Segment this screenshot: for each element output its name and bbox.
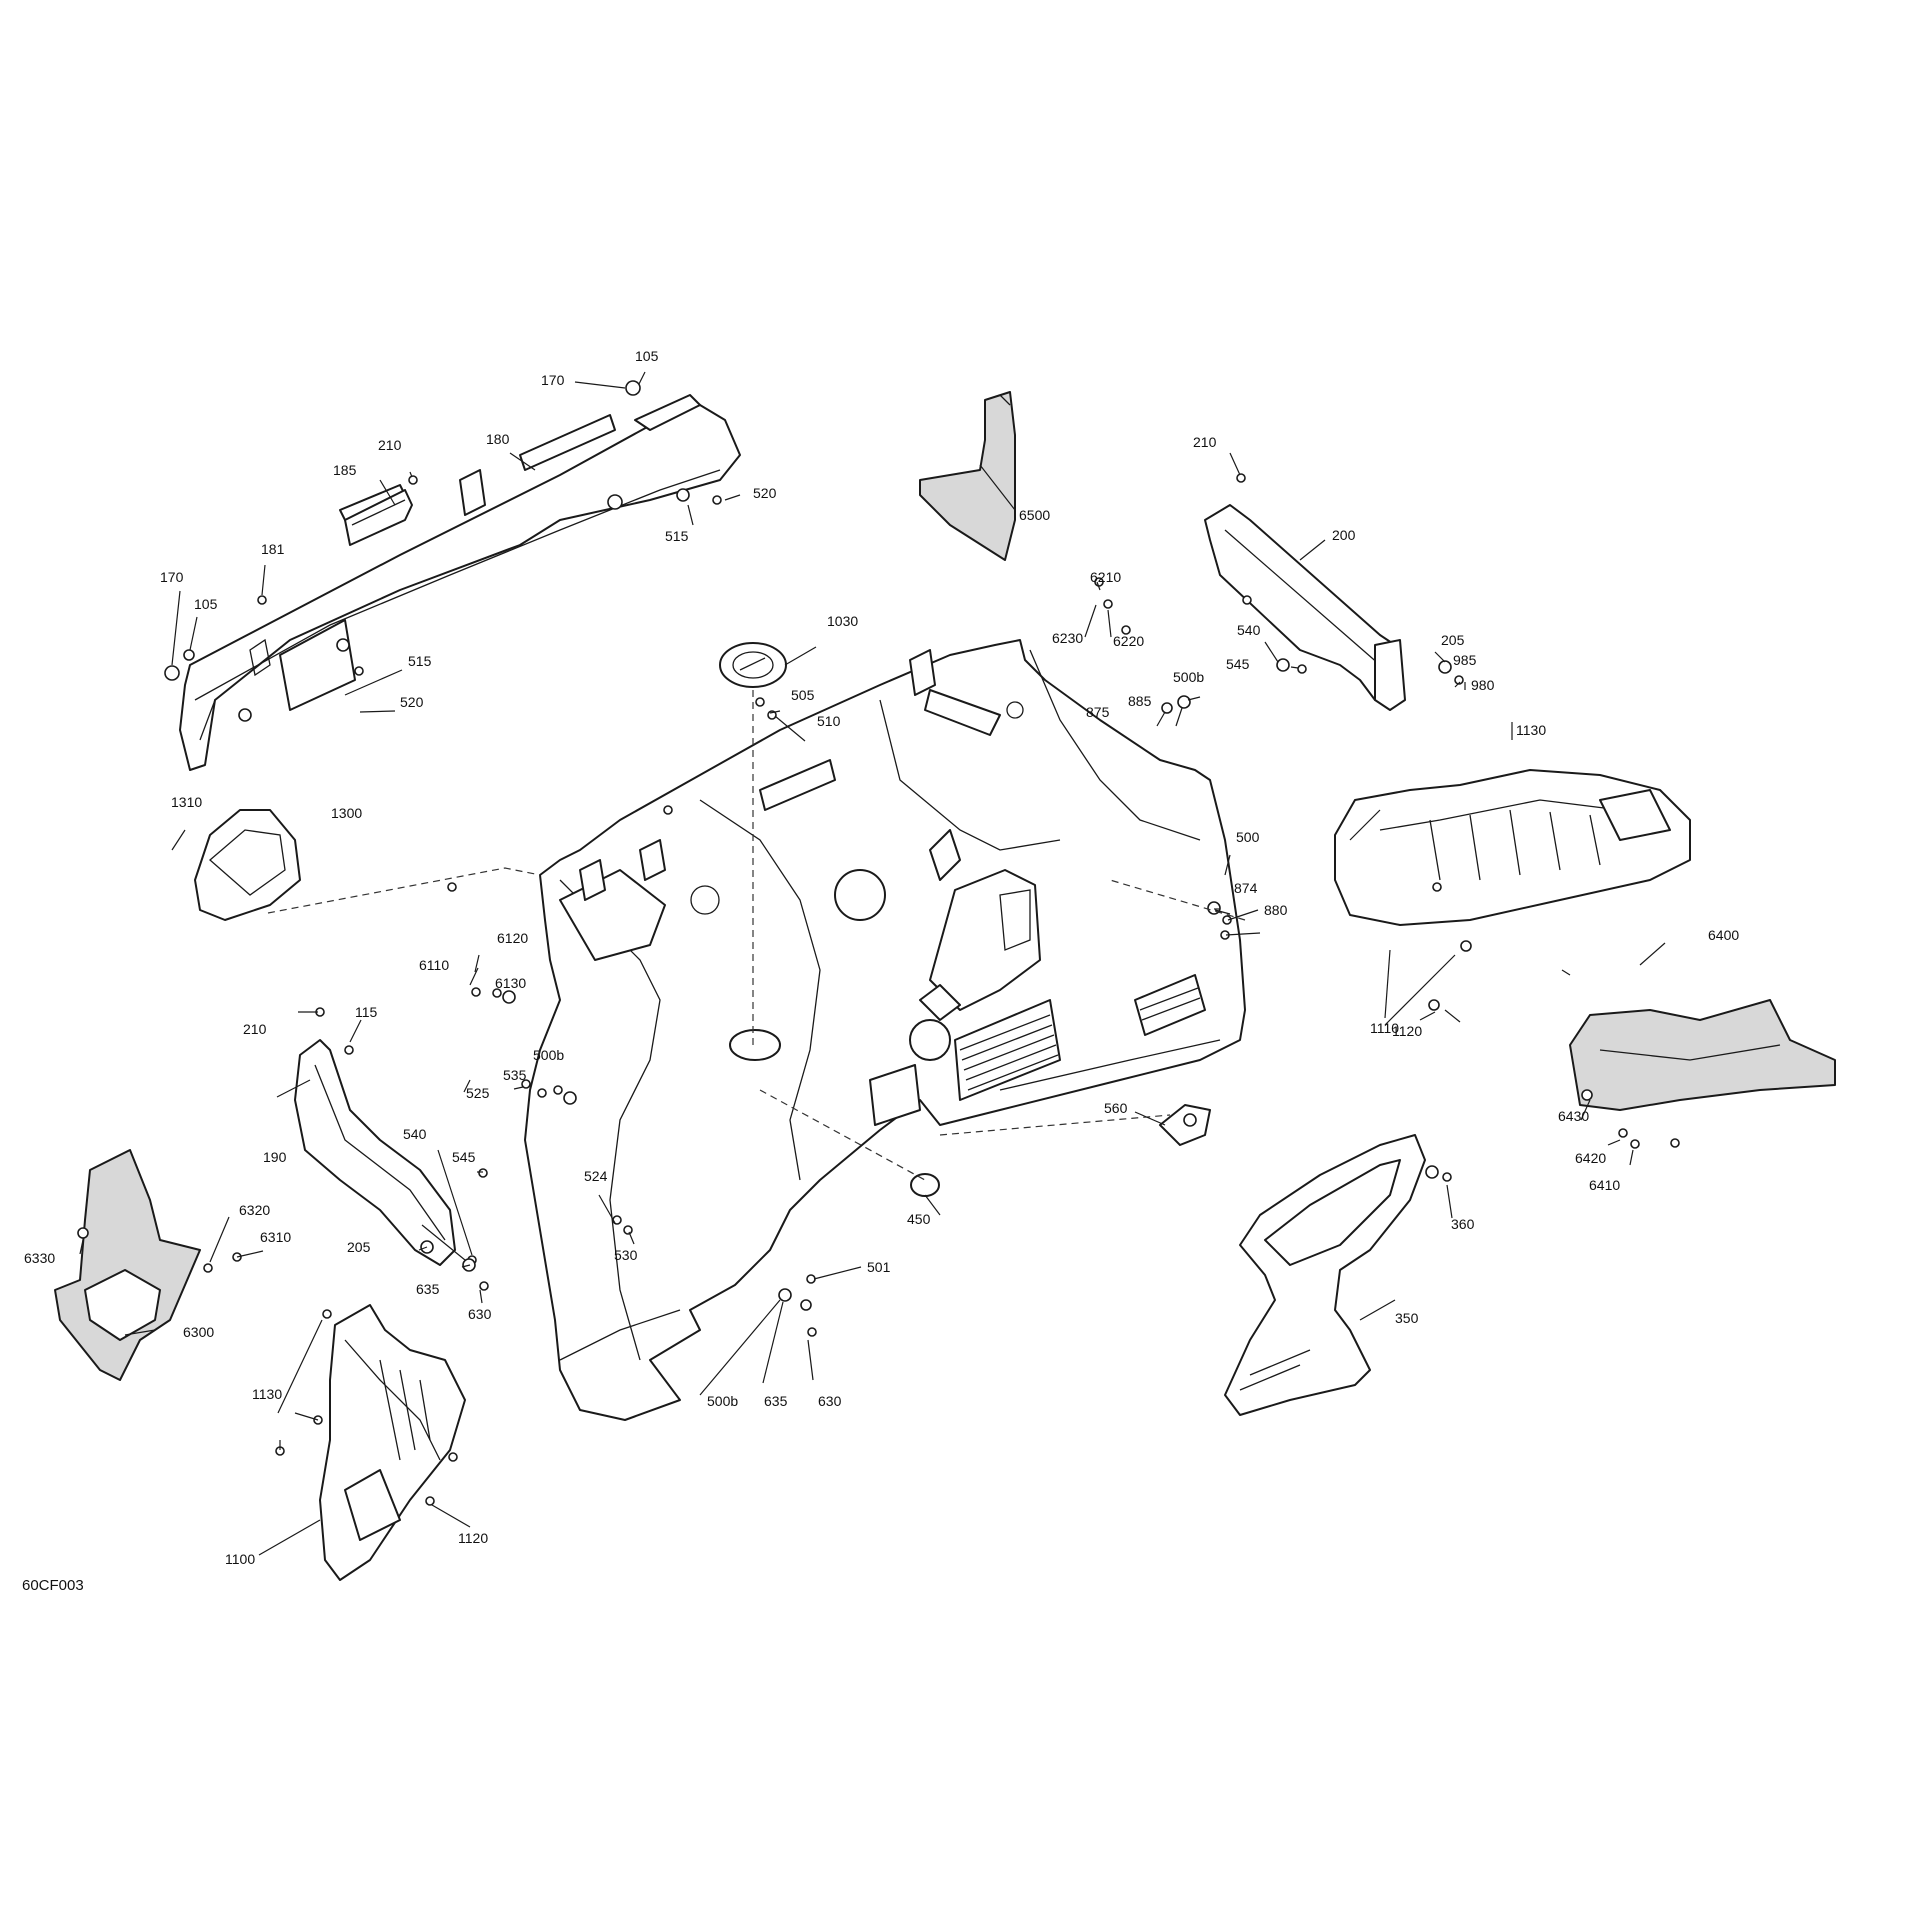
diagram-reference-code: 60CF003 xyxy=(22,1577,84,1594)
callout-6320: 6320 xyxy=(239,1202,270,1218)
callout-210: 210 xyxy=(378,437,402,453)
callout-515: 515 xyxy=(665,528,689,544)
callout-630: 630 xyxy=(468,1306,492,1322)
callout-210: 210 xyxy=(1193,434,1217,450)
callout-500: 500 xyxy=(1236,829,1260,845)
part-190-bracket xyxy=(294,1039,456,1266)
callout-874: 874 xyxy=(1234,880,1258,896)
part-450-plug xyxy=(910,1173,940,1197)
callout-980: 980 xyxy=(1471,677,1495,693)
callout-205: 205 xyxy=(347,1239,371,1255)
callout-6430: 6430 xyxy=(1558,1108,1589,1124)
part-500-firewall-panel xyxy=(524,639,1246,1421)
callout-6300: 6300 xyxy=(183,1324,214,1340)
callout-1130: 1130 xyxy=(252,1386,282,1402)
callout-6310: 6310 xyxy=(260,1229,291,1245)
callout-525: 525 xyxy=(466,1085,490,1101)
callout-180: 180 xyxy=(486,431,510,447)
part-1300-duct xyxy=(194,809,301,921)
callout-635: 635 xyxy=(764,1393,788,1409)
callout-500b: 500b xyxy=(707,1393,738,1409)
callout-labels: 105 170 210 180 185 520 515 181 170 105 … xyxy=(24,348,1739,1567)
callout-630: 630 xyxy=(818,1393,842,1409)
callout-115: 115 xyxy=(355,1004,378,1020)
callout-170: 170 xyxy=(160,569,184,585)
callout-505: 505 xyxy=(791,687,815,703)
callout-501: 501 xyxy=(867,1259,891,1275)
callout-6220: 6220 xyxy=(1113,633,1144,649)
part-6400-cover xyxy=(1569,999,1836,1111)
callout-520: 520 xyxy=(400,694,424,710)
callout-635: 635 xyxy=(416,1281,440,1297)
callout-6330: 6330 xyxy=(24,1250,55,1266)
part-1030-grommet xyxy=(719,642,787,688)
callout-181: 181 xyxy=(261,541,285,557)
callout-105: 105 xyxy=(635,348,659,364)
callout-524: 524 xyxy=(584,1168,608,1184)
callout-6400: 6400 xyxy=(1708,927,1739,943)
callout-500b: 500b xyxy=(533,1047,564,1063)
callout-170: 170 xyxy=(541,372,565,388)
callout-1130: 1130 xyxy=(1516,722,1546,738)
callout-210: 210 xyxy=(243,1021,267,1037)
callout-360: 360 xyxy=(1451,1216,1475,1232)
callout-190: 190 xyxy=(263,1149,287,1165)
part-6500-heat-shield xyxy=(919,391,1016,561)
callout-500b: 500b xyxy=(1173,669,1204,685)
callout-515: 515 xyxy=(408,653,432,669)
part-1100-console xyxy=(319,1304,466,1581)
callout-450: 450 xyxy=(907,1211,931,1227)
part-180-cross-rail xyxy=(179,394,741,771)
callout-350: 350 xyxy=(1395,1310,1419,1326)
callout-880: 880 xyxy=(1264,902,1288,918)
callout-1310: 1310 xyxy=(171,794,202,810)
callout-200: 200 xyxy=(1332,527,1356,543)
callout-885: 885 xyxy=(1128,693,1152,709)
part-185-bracket xyxy=(344,489,413,546)
callout-545: 545 xyxy=(452,1149,476,1165)
callout-6210: 6210 xyxy=(1090,569,1121,585)
callout-1120: 1120 xyxy=(458,1530,488,1546)
callout-6230: 6230 xyxy=(1052,630,1083,646)
part-200-bracket xyxy=(1204,504,1406,711)
callout-1100: 1100 xyxy=(225,1551,255,1567)
callout-540: 540 xyxy=(1237,622,1261,638)
callout-1030: 1030 xyxy=(827,613,858,629)
callout-6120: 6120 xyxy=(497,930,528,946)
callout-985: 985 xyxy=(1453,652,1477,668)
callout-105: 105 xyxy=(194,596,218,612)
callout-540: 540 xyxy=(403,1126,427,1142)
callout-530: 530 xyxy=(614,1247,638,1263)
callout-1300: 1300 xyxy=(331,805,362,821)
callout-205: 205 xyxy=(1441,632,1465,648)
callout-1110: 1110 xyxy=(1370,1020,1399,1036)
callout-510: 510 xyxy=(817,713,841,729)
callout-6130: 6130 xyxy=(495,975,526,991)
leader-lines xyxy=(79,371,1666,1556)
callout-520: 520 xyxy=(753,485,777,501)
part-6300-cover xyxy=(54,1149,201,1381)
callout-6110: 6110 xyxy=(419,957,449,973)
callout-185: 185 xyxy=(333,462,357,478)
part-1110-console xyxy=(1334,769,1691,926)
assembly-lines xyxy=(267,690,1246,1181)
callout-560: 560 xyxy=(1104,1100,1128,1116)
callout-1120: 1120 xyxy=(1392,1023,1422,1039)
part-350-panel xyxy=(1224,1134,1426,1416)
callout-6420: 6420 xyxy=(1575,1150,1606,1166)
callout-6500: 6500 xyxy=(1019,507,1050,523)
callout-875: 875 xyxy=(1086,704,1110,720)
callout-6410: 6410 xyxy=(1589,1177,1620,1193)
part-560-fitting xyxy=(1159,1104,1211,1146)
callout-545: 545 xyxy=(1226,656,1250,672)
callout-535: 535 xyxy=(503,1067,527,1083)
